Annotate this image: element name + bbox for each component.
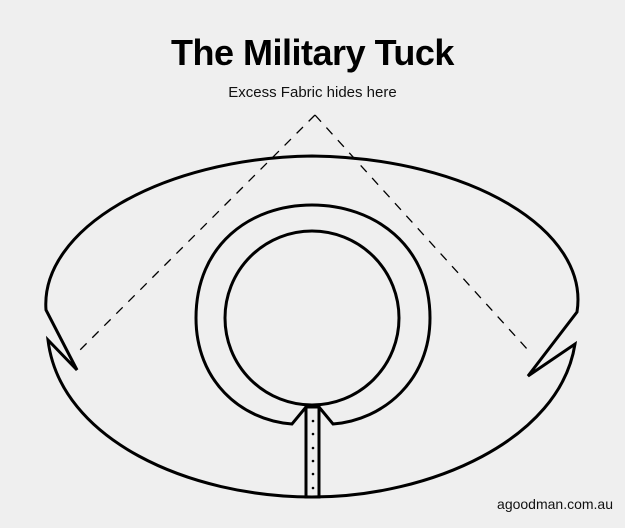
placket-stitching — [311, 419, 315, 490]
diagram-title: The Military Tuck — [171, 32, 454, 73]
button-placket — [304, 405, 321, 499]
shirt-body-outline — [44, 154, 580, 499]
tuck-fold-lines — [79, 114, 529, 351]
collar-outer — [194, 203, 432, 426]
annotation-label: Excess Fabric hides here — [228, 84, 397, 101]
source-credit: agoodman.com.au — [497, 496, 613, 512]
neck-opening — [223, 229, 401, 407]
